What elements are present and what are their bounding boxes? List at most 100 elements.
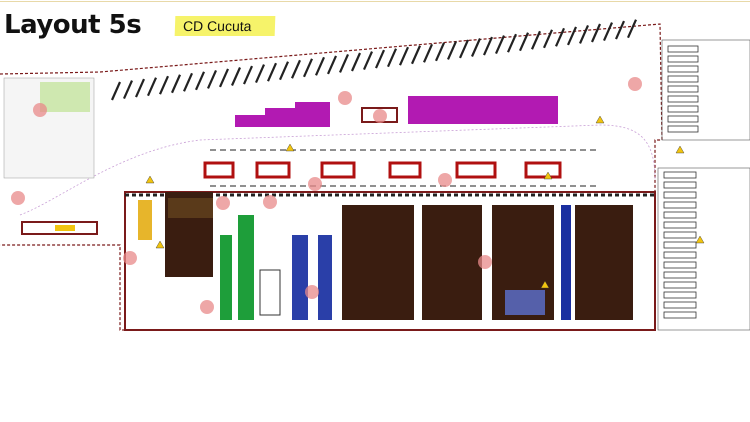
right-parking-block: [661, 39, 750, 141]
parking-stall: [530, 30, 542, 50]
audit-marker: [438, 173, 452, 187]
parking-stall: [242, 65, 254, 85]
parking-stall: [494, 35, 506, 55]
audit-marker: [263, 195, 277, 209]
rack-dark: [342, 205, 414, 320]
green-zone: [40, 82, 90, 112]
parking-stall: [362, 51, 374, 70]
right-parking-block-lower: [657, 167, 750, 331]
rack-purple: [265, 108, 295, 127]
audit-marker: [11, 191, 25, 205]
parking-stall: [554, 27, 566, 47]
parking-stall: [667, 55, 699, 63]
parking-stall: [470, 38, 482, 57]
warning-icon: [285, 143, 295, 152]
rack-green: [238, 215, 254, 320]
rack-blue: [292, 235, 308, 320]
warning-icon: [595, 115, 605, 124]
parking-stall: [350, 52, 362, 72]
parking-stall: [218, 68, 230, 88]
parking-stall: [146, 77, 158, 97]
dock-box: [388, 161, 422, 179]
truck-marker: [55, 225, 75, 231]
parking-stall: [458, 39, 470, 59]
warning-icon: [543, 171, 553, 180]
parking-stall: [386, 48, 398, 68]
parking-stall: [602, 22, 614, 41]
top-divider: [0, 1, 750, 2]
warning-icon: [540, 280, 550, 289]
parking-stall: [667, 105, 699, 113]
parking-stall: [663, 181, 697, 189]
dock-box: [455, 161, 497, 179]
parking-stall: [667, 95, 699, 103]
dock-box: [524, 161, 562, 179]
parking-stall: [663, 171, 697, 179]
parking-stall: [374, 49, 386, 69]
parking-stall: [194, 71, 206, 91]
audit-marker: [308, 177, 322, 191]
audit-marker: [373, 109, 387, 123]
parking-stall: [663, 251, 697, 259]
audit-marker: [33, 103, 47, 117]
warning-icon: [155, 240, 165, 249]
parking-stall: [254, 64, 266, 84]
parking-stall: [410, 45, 422, 65]
parking-stall: [663, 231, 697, 239]
parking-stall: [338, 54, 350, 73]
parking-stall: [663, 301, 697, 309]
audit-marker: [200, 300, 214, 314]
parking-stall: [134, 78, 146, 98]
dock-box: [203, 161, 235, 179]
parking-stall: [446, 40, 458, 60]
parking-stall: [667, 85, 699, 93]
parking-stall: [290, 59, 302, 79]
office: [259, 269, 281, 316]
parking-stall: [266, 62, 278, 82]
parking-stall: [590, 23, 602, 43]
parking-stall: [663, 191, 697, 199]
audit-marker: [478, 255, 492, 269]
parking-stall: [542, 29, 554, 49]
audit-marker: [628, 77, 642, 91]
parking-stall: [110, 81, 122, 101]
parking-stall: [667, 75, 699, 83]
warning-icon: [695, 235, 705, 244]
parking-stall: [302, 58, 314, 78]
rack-blue: [318, 235, 332, 320]
parking-stall: [663, 271, 697, 279]
audit-marker: [216, 196, 230, 210]
parking-stall: [398, 46, 410, 66]
parking-stall: [170, 74, 182, 94]
rack-green: [220, 235, 232, 320]
yard-road: [19, 124, 656, 216]
parking-stall: [667, 65, 699, 73]
rack-purple: [235, 115, 265, 127]
parking-stall: [506, 33, 518, 53]
parking-stall: [422, 43, 434, 63]
rack-purple: [408, 96, 558, 124]
rack-blue-column: [561, 205, 571, 320]
parking-stall: [667, 115, 699, 123]
parking-stall: [122, 80, 134, 99]
parking-stall: [663, 261, 697, 269]
parking-stall: [663, 211, 697, 219]
site-boundary: [0, 23, 663, 331]
parking-stall: [434, 42, 446, 62]
audit-marker: [305, 285, 319, 299]
parking-stall: [158, 75, 170, 95]
dock-box: [320, 161, 356, 179]
parking-stall: [663, 241, 697, 249]
warning-icon: [675, 145, 685, 154]
yellow-stack: [138, 200, 152, 240]
parking-stall: [667, 125, 699, 133]
parking-stall: [663, 281, 697, 289]
parking-stall: [482, 36, 494, 56]
slide-title: Layout 5s: [4, 10, 142, 40]
parking-stall: [578, 25, 590, 44]
parking-stall: [518, 32, 530, 52]
rack-dark: [575, 205, 633, 320]
parking-stall: [667, 45, 699, 53]
rack-dark: [422, 205, 482, 320]
